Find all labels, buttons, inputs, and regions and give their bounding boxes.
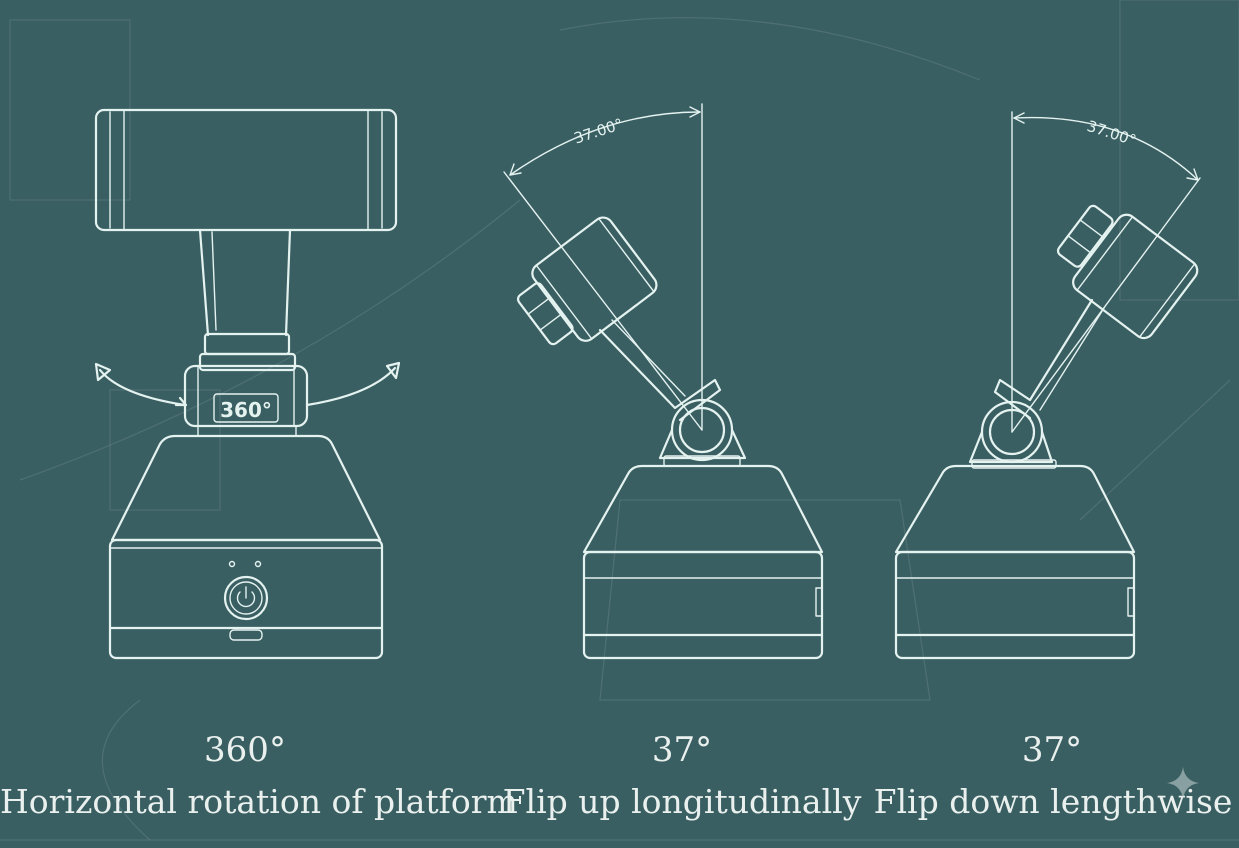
flip-down-angle-label: 37.00°: [1085, 117, 1139, 150]
flip-up-degree: 37°: [651, 730, 713, 770]
usb-port: [229, 629, 263, 641]
rotation-caption: Horizontal rotation of platform: [0, 782, 518, 821]
flip-down-degree: 37°: [1021, 730, 1083, 770]
sparkle-icon: [1167, 767, 1199, 799]
rotation-degree: 360°: [204, 730, 286, 770]
phone-clamp: [94, 108, 398, 232]
degree-badge: [213, 393, 279, 423]
rotation-arrows-icon: [94, 361, 401, 407]
flip-up-caption: Flip up longitudinally: [502, 782, 862, 821]
flip-down-caption: Flip down lengthwise: [873, 782, 1233, 821]
flip-up-angle-label: 37.00°: [572, 115, 626, 148]
panel-flip-down-device: 37.00°: [894, 111, 1201, 660]
base-body: [108, 538, 384, 660]
base-cap: [110, 434, 382, 542]
panel-flip-up-device: 37.00°: [503, 103, 824, 660]
power-icon: [223, 575, 269, 621]
degree-badge-text: 360°: [220, 398, 272, 422]
panel-rotation-device: 360°: [94, 108, 401, 660]
